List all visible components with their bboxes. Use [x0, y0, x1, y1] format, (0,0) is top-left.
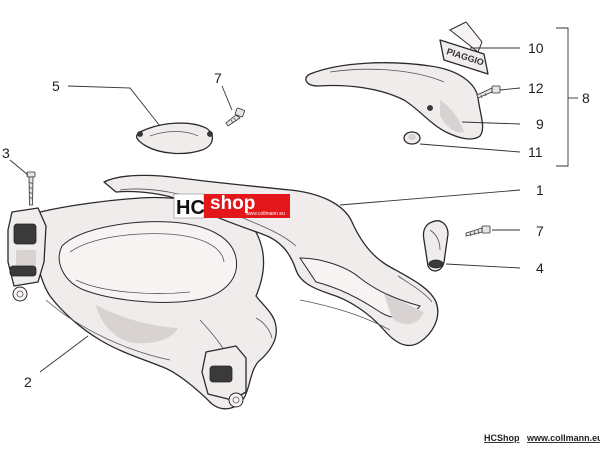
part-9-cover: [305, 62, 484, 140]
callout-9: 9: [536, 116, 544, 132]
part-10-sticker: PIAGGIO: [439, 21, 489, 75]
part-4-bracket: [422, 220, 449, 272]
callout-1: 1: [536, 182, 544, 198]
part-2-lower-cover: [7, 196, 277, 410]
footer-brand: HCShop: [484, 433, 520, 443]
callout-8: 8: [582, 90, 590, 106]
part-3-screw: [26, 171, 36, 206]
callout-11: 11: [528, 144, 543, 160]
logo-shop-text: shop: [210, 193, 255, 214]
logo-hc-text: HC: [176, 197, 205, 219]
part-1-upper-cover: [103, 174, 439, 347]
callout-3: 3: [2, 145, 10, 161]
footer: HCShop www.collmann.eu: [484, 433, 600, 443]
leader-lines: [9, 27, 578, 373]
callout-4: 4: [536, 260, 544, 276]
part-5-small-cover: [135, 122, 213, 155]
hcshop-watermark-logo: HC shop www.collmann.eu: [173, 193, 290, 219]
part-7-screw-upper: [225, 107, 245, 127]
part-11-grommet: [403, 131, 421, 145]
part-12-screw: [476, 85, 501, 99]
callout-labels: 1 2 3 4 5 7 7 8 9 10 11 12: [2, 40, 590, 390]
callout-5: 5: [52, 78, 60, 94]
logo-url-text: www.collmann.eu: [246, 211, 285, 217]
callout-10: 10: [528, 40, 544, 56]
callout-7-right: 7: [536, 223, 544, 239]
callout-12: 12: [528, 80, 544, 96]
logo-red-box: [204, 194, 290, 218]
callout-7-upper: 7: [214, 70, 222, 86]
footer-url: www.collmann.eu: [526, 433, 600, 443]
part-7-screw-right: [465, 225, 491, 237]
callout-2: 2: [24, 374, 32, 390]
